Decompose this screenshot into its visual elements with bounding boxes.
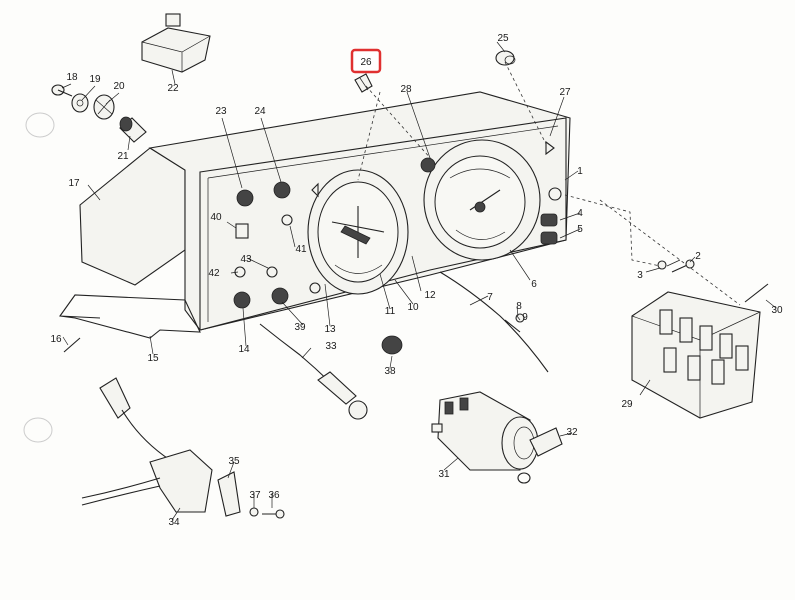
callout-4: 4 — [577, 208, 583, 219]
callout-8: 8 — [516, 301, 522, 312]
callout-37: 37 — [249, 490, 261, 501]
leader-lines — [357, 61, 741, 306]
callout-19: 19 — [89, 74, 101, 85]
callout-26: 26 — [360, 57, 372, 68]
callout-13: 13 — [324, 324, 336, 335]
callout-30: 30 — [771, 305, 783, 316]
callout-9: 9 — [522, 312, 528, 323]
callout-39: 39 — [294, 322, 306, 333]
callout-16: 16 — [50, 334, 62, 345]
callout-36: 36 — [268, 490, 280, 501]
part-1-console-housing — [148, 91, 571, 331]
callout-35: 35 — [228, 456, 240, 467]
callout-15: 15 — [147, 353, 159, 364]
part-15-mounting-rail — [59, 294, 201, 339]
callout-5: 5 — [577, 224, 583, 235]
callout-22: 22 — [167, 83, 179, 94]
label-leaders — [61, 41, 777, 521]
parts-18-21 — [51, 84, 147, 143]
part-30-fuse — [744, 283, 769, 303]
callout-23: 23 — [215, 106, 227, 117]
callout-28: 28 — [400, 84, 412, 95]
callout-31: 31 — [438, 469, 450, 480]
callout-18: 18 — [66, 72, 78, 83]
part-22-switch-block — [141, 13, 211, 73]
callout-1: 1 — [577, 166, 583, 177]
callout-2: 2 — [695, 251, 701, 262]
highlight-box — [350, 48, 382, 74]
callout-27: 27 — [559, 87, 571, 98]
callout-10: 10 — [407, 302, 419, 313]
punch-hole — [23, 417, 53, 443]
part-7-cable — [439, 271, 549, 373]
parts-36-37-screw — [249, 507, 285, 519]
part-33-choke-cable — [259, 323, 368, 420]
part-31-ignition-switch — [431, 391, 539, 471]
part-16-screw — [63, 337, 81, 353]
part-34-stalk-switch — [81, 377, 241, 517]
parts-2-3-screw — [657, 259, 695, 273]
callout-24: 24 — [254, 106, 266, 117]
part-38-knob — [381, 335, 403, 355]
callout-12: 12 — [424, 290, 436, 301]
callout-3: 3 — [637, 270, 643, 281]
part-26-screw — [354, 73, 373, 93]
callout-25: 25 — [497, 33, 509, 44]
callout-34: 34 — [168, 517, 180, 528]
part-29-fuse-box — [631, 291, 761, 419]
part-17-side-panel — [79, 147, 186, 286]
callout-29: 29 — [621, 399, 633, 410]
callout-20: 20 — [113, 81, 125, 92]
callout-7: 7 — [487, 292, 493, 303]
callout-14: 14 — [238, 344, 250, 355]
callout-6: 6 — [531, 279, 537, 290]
callout-32: 32 — [566, 427, 578, 438]
callout-21: 21 — [117, 151, 129, 162]
callout-33: 33 — [325, 341, 337, 352]
callout-41: 41 — [295, 244, 307, 255]
callout-40: 40 — [210, 212, 222, 223]
callout-38: 38 — [384, 366, 396, 377]
callout-43: 43 — [240, 254, 252, 265]
callout-17: 17 — [68, 178, 80, 189]
callout-11: 11 — [385, 306, 396, 317]
callout-42: 42 — [208, 268, 220, 279]
part-25-bulb — [495, 50, 516, 66]
part-32-key — [517, 427, 563, 484]
punch-hole — [25, 112, 55, 138]
